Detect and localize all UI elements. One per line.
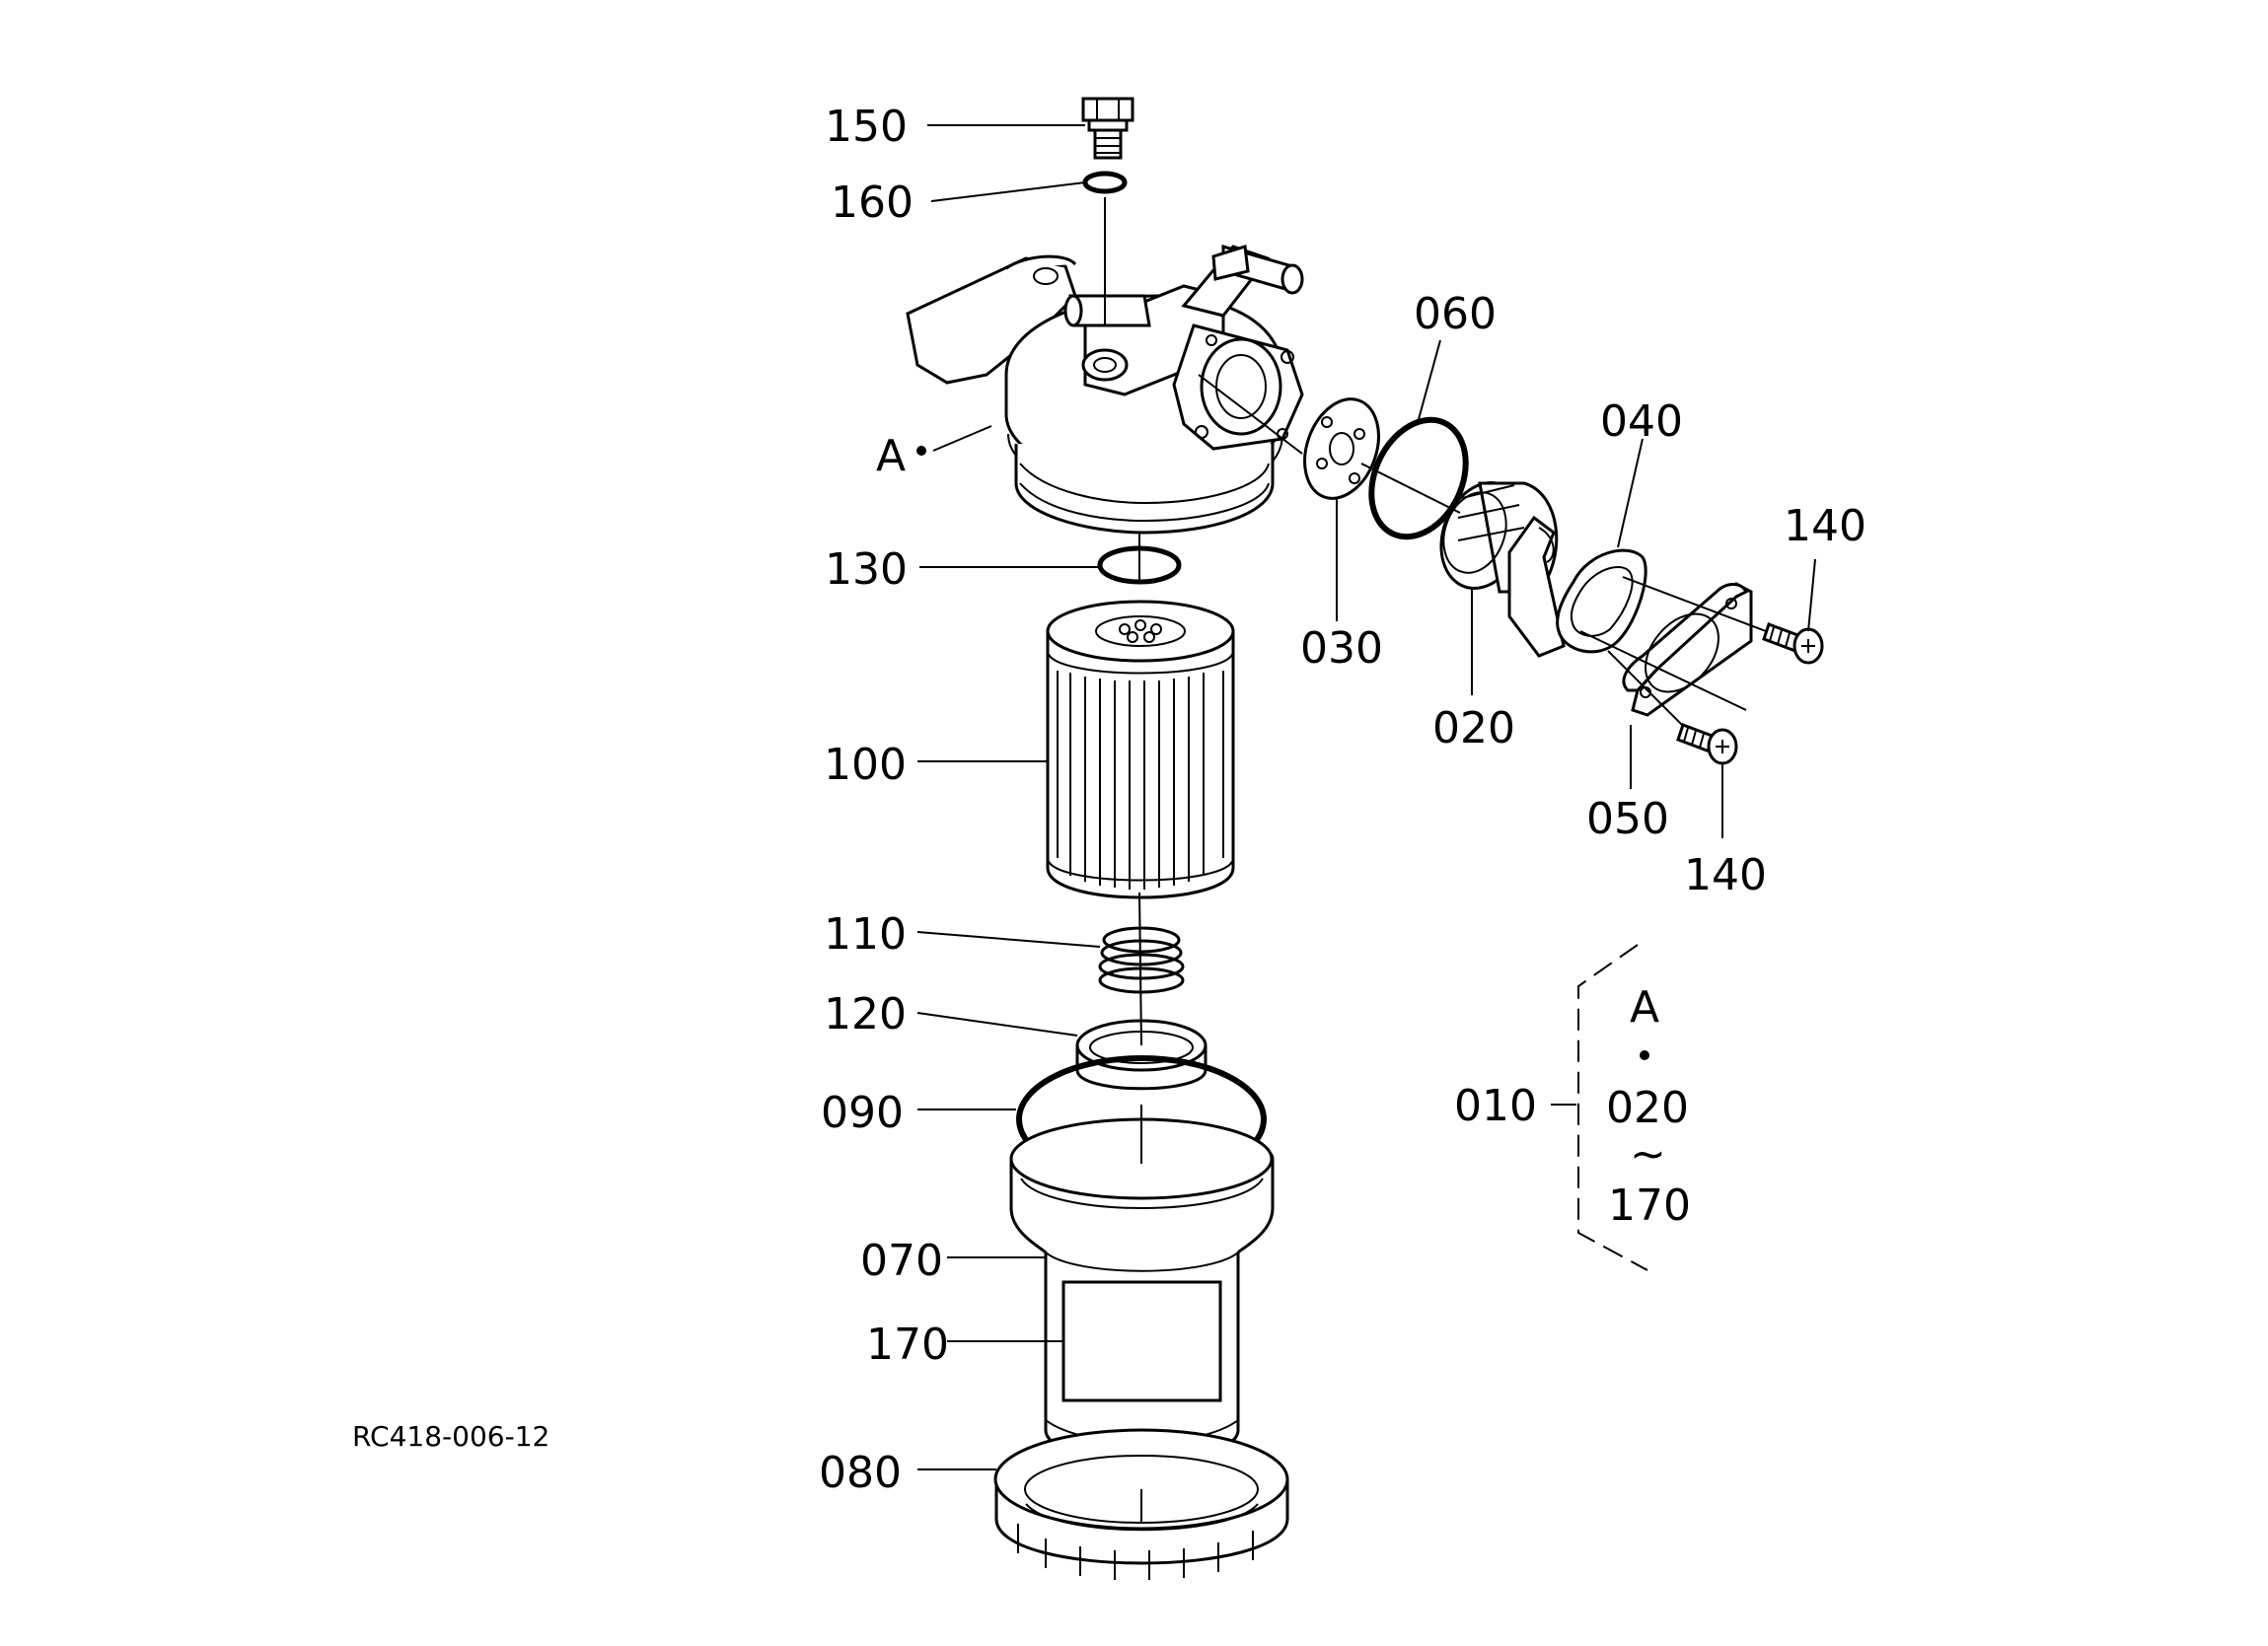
part-070-filter-bowl [1009,1105,1275,1462]
drawing-code: RC418-006-12 [352,1420,549,1453]
callout-160: 160 [831,178,914,228]
callout-110: 110 [824,909,907,960]
center-lines [1104,197,1767,1046]
part-150-bleeder-screw [1081,97,1134,160]
part-040-gasket [1556,548,1647,654]
part-020-cock-valve [1439,481,1566,658]
callout-labels: 150 160 A 130 100 110 120 090 070 170 08… [819,102,1866,1498]
part-140-screw-top [1762,622,1824,665]
callout-050: 050 [1586,794,1669,844]
leader-lines [916,124,1816,1470]
callout-070: 070 [860,1236,943,1286]
part-060-o-ring [1368,416,1469,540]
callout-170: 170 [866,1320,949,1370]
part-030-plate [1303,397,1380,500]
part-a-filter-head [906,245,1304,535]
assembly-group-a: A [1630,982,1659,1033]
callout-040: 040 [1600,396,1683,447]
assembly-ref-010: 010 [1454,1081,1537,1131]
callout-030: 030 [1300,623,1383,674]
part-170-label [1061,1280,1222,1402]
assembly-note: 010 A 020 ~ 170 [1454,944,1691,1271]
callout-020: 020 [1432,703,1515,753]
callout-a-dot [916,446,926,456]
assembly-range-start: 020 [1606,1083,1689,1133]
part-080-ring-nut [993,1428,1289,1580]
part-050-bracket [1622,582,1753,717]
assembly-range-symbol: ~ [1630,1129,1666,1180]
part-100-filter-element [1046,600,1235,899]
callout-a: A [876,431,906,481]
callout-080: 080 [819,1448,902,1498]
part-140-screw-bottom [1676,723,1738,765]
callout-100: 100 [824,740,907,790]
callout-120: 120 [824,989,907,1039]
callout-130: 130 [825,544,908,595]
callout-060: 060 [1414,289,1497,339]
assembly-range-end: 170 [1608,1181,1691,1231]
callout-150: 150 [825,102,908,152]
callout-140-top: 140 [1784,501,1866,551]
assembly-dot [1640,1050,1649,1060]
part-160-washer [1082,171,1128,194]
callout-140-bottom: 140 [1684,850,1767,900]
callout-090: 090 [821,1088,904,1138]
